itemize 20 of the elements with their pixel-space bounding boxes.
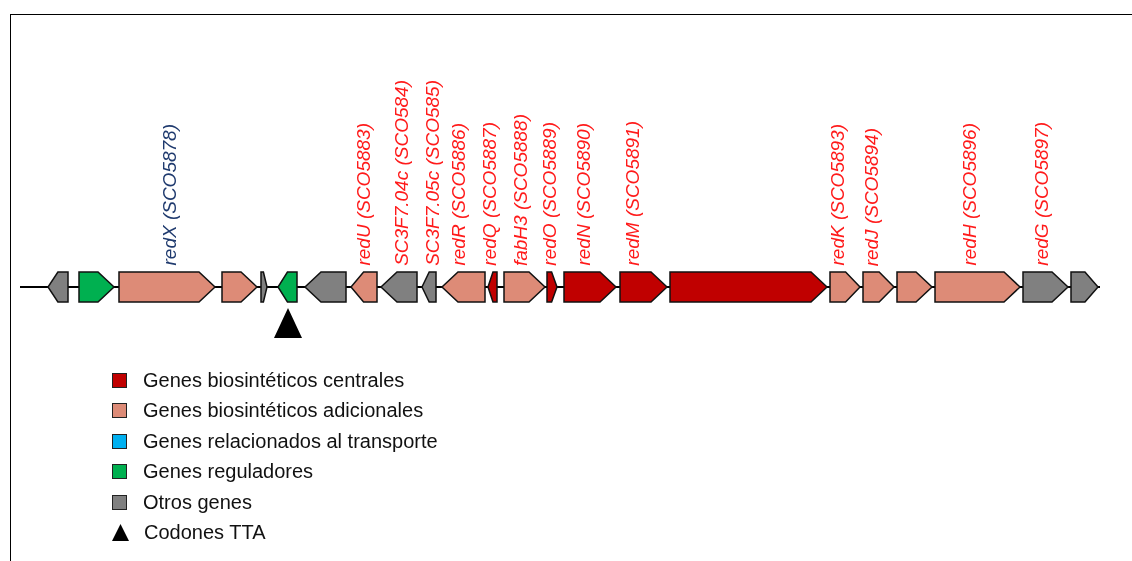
gene-label: redO (SCO5889) xyxy=(539,122,561,266)
gene-label: redJ (SCO5894) xyxy=(861,127,883,266)
gene-label: SC3F7.04c (SCO584) xyxy=(391,80,413,266)
gene-label: SC3F7.05c (SCO585) xyxy=(422,80,444,266)
gene-label: redK (SCO5893) xyxy=(827,124,849,266)
gene-label: redH (SCO5896) xyxy=(959,123,981,266)
gene-label: redN (SCO5890) xyxy=(573,123,595,266)
legend-text: Genes reguladores xyxy=(143,460,314,483)
gene-label: redU (SCO5883) xyxy=(353,123,375,266)
gene-label: redM (SCO5891) xyxy=(622,121,644,266)
legend-text: Genes relacionados al transporte xyxy=(143,429,438,453)
gene-label: fabH3 (SCO5888) xyxy=(510,113,532,266)
gene-label: redQ (SCO5887) xyxy=(479,122,501,266)
gene-label: redR (SCO5886) xyxy=(448,123,470,266)
legend-text: Codones TTA xyxy=(144,521,266,544)
legend-text: Genes biosintéticos centrales xyxy=(143,368,405,392)
legend-text: Genes biosintéticos adicionales xyxy=(143,399,424,422)
legend-text: Otros genes xyxy=(143,490,252,514)
gene-label: redX (SCO5878) xyxy=(159,124,181,266)
gene-label: redG (SCO5897) xyxy=(1031,122,1053,266)
